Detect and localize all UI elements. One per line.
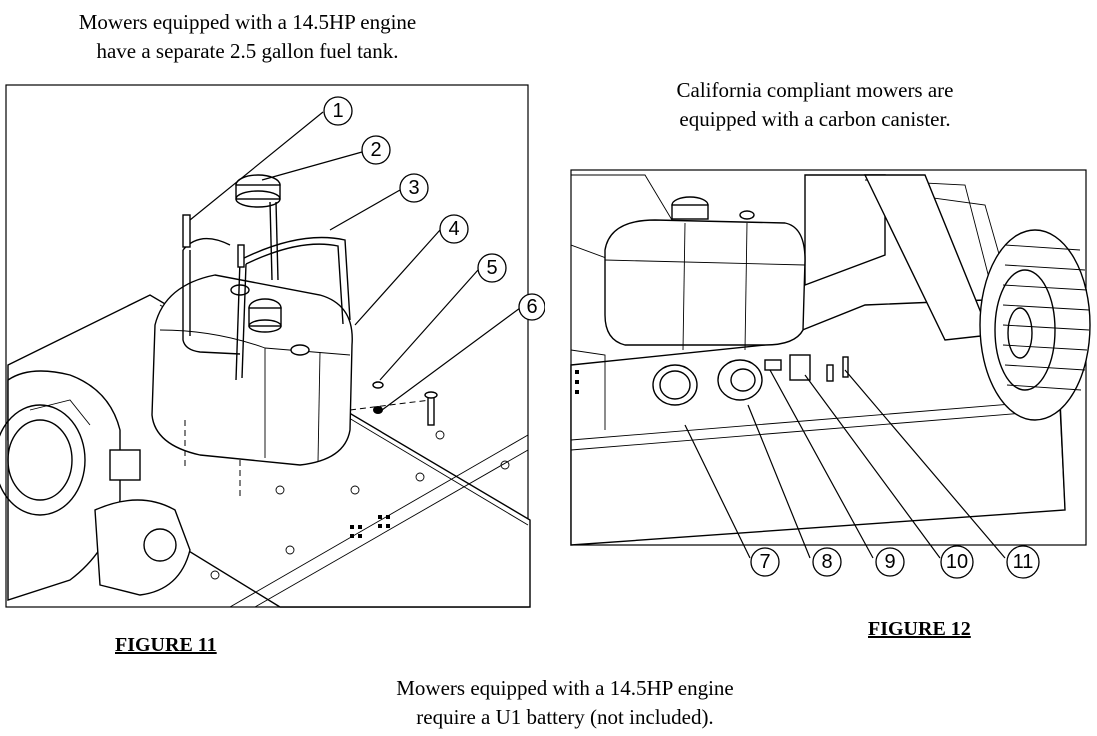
callout-number: 4 xyxy=(448,218,459,240)
battery-caption: Mowers equipped with a 14.5HP engine req… xyxy=(330,674,800,732)
caption-line: require a U1 battery (not included). xyxy=(416,705,714,729)
callout-6: 6 xyxy=(518,293,545,321)
callout-3: 3 xyxy=(399,173,429,203)
callout-number: 5 xyxy=(486,257,497,279)
callout-11: 11 xyxy=(1006,545,1040,579)
figure-frame xyxy=(5,84,529,608)
leader-lines xyxy=(189,111,521,411)
tank-straps xyxy=(182,214,351,381)
callout-9: 9 xyxy=(875,547,905,577)
deck-vents xyxy=(575,370,579,394)
callout-8: 8 xyxy=(812,547,842,577)
caption-line: equipped with a carbon canister. xyxy=(679,107,951,131)
figure-12-caption: California compliant mowers are equipped… xyxy=(600,76,1030,134)
callout-number: 1 xyxy=(332,100,343,122)
caption-line: California compliant mowers are xyxy=(676,78,954,102)
callout-number: 3 xyxy=(408,177,419,199)
callout-number: 8 xyxy=(821,551,832,573)
callout-number: 6 xyxy=(526,296,537,318)
fuel-cap xyxy=(235,174,281,281)
callout-7: 7 xyxy=(750,547,780,577)
callout-number: 7 xyxy=(759,551,770,573)
figure-11-label: FIGURE 11 xyxy=(115,634,217,656)
callout-1: 1 xyxy=(323,96,353,126)
figure-11-caption: Mowers equipped with a 14.5HP engine hav… xyxy=(20,8,475,66)
callout-2: 2 xyxy=(361,135,391,165)
callout-4: 4 xyxy=(439,214,469,244)
engine xyxy=(0,370,191,601)
deck-bolts xyxy=(210,395,510,580)
fuel-tank xyxy=(570,174,806,351)
caption-line: Mowers equipped with a 14.5HP engine xyxy=(396,676,734,700)
callout-number: 11 xyxy=(1013,551,1034,573)
caption-line: Mowers equipped with a 14.5HP engine xyxy=(78,10,417,34)
callout-number: 2 xyxy=(370,139,381,161)
fuel-tank xyxy=(151,274,353,466)
callout-number: 9 xyxy=(884,551,895,573)
figure-11-callouts: 1 2 3 4 5 6 xyxy=(323,96,545,321)
figure-12-drawing: 7 8 9 10 11 xyxy=(570,169,1091,579)
figure-11-drawing xyxy=(0,84,531,608)
carbon-canister xyxy=(652,354,849,406)
callout-10: 10 xyxy=(940,545,974,579)
wheel xyxy=(979,229,1091,421)
leader-lines xyxy=(684,369,1006,559)
callout-5: 5 xyxy=(477,253,507,283)
callout-number: 10 xyxy=(946,551,968,573)
hardware xyxy=(184,381,438,500)
caption-line: have a separate 2.5 gallon fuel tank. xyxy=(96,39,399,63)
deck-vents xyxy=(350,515,390,538)
figure-12-label: FIGURE 12 xyxy=(868,618,971,640)
